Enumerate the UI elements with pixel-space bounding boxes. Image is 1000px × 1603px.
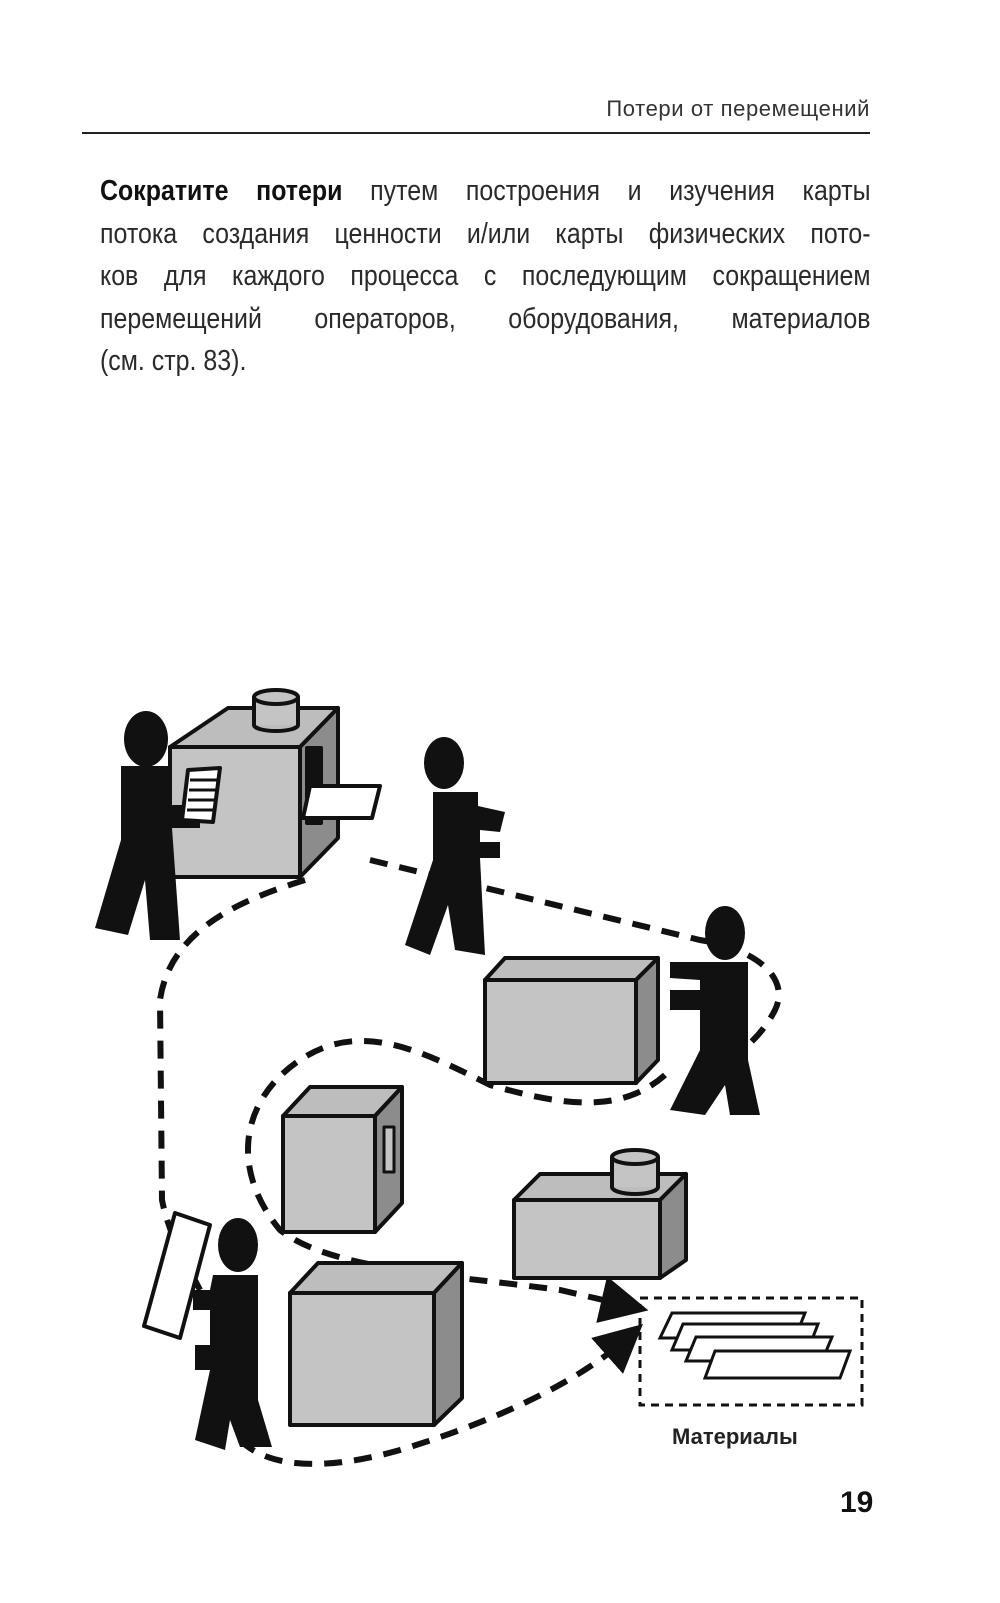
equipment-box — [288, 1261, 464, 1427]
materials-label: Материалы — [672, 1424, 798, 1449]
bold-lead: Сократите потери — [100, 175, 343, 207]
operator-figure — [95, 711, 200, 940]
machine-with-cylinder — [512, 1148, 688, 1280]
paragraph-line: ков для каждого процесса с последующим с… — [100, 260, 871, 292]
paragraph-line: Сократите потери путем построения и изуч… — [100, 175, 871, 207]
equipment-box — [483, 956, 660, 1085]
paragraph-line: потока создания ценности и/или карты физ… — [100, 217, 871, 250]
materials-area — [638, 1296, 864, 1407]
operator-figure — [670, 906, 760, 1115]
running-header: Потери от перемещений — [606, 96, 870, 121]
paragraph-line: (см. стр. 83). — [100, 345, 247, 377]
header-divider — [82, 132, 870, 134]
paragraph-line: перемещений операторов, оборудования, ма… — [100, 302, 871, 335]
body-paragraph: Сократите потери путем построения и изуч… — [100, 170, 871, 383]
document-icon — [180, 766, 222, 824]
operator-figure — [405, 737, 505, 955]
materials-icon — [657, 1311, 853, 1380]
equipment-box-with-window — [281, 1085, 404, 1234]
operator-figure — [193, 1218, 272, 1450]
board-icon — [142, 1211, 212, 1340]
page-number: 19 — [840, 1486, 874, 1519]
